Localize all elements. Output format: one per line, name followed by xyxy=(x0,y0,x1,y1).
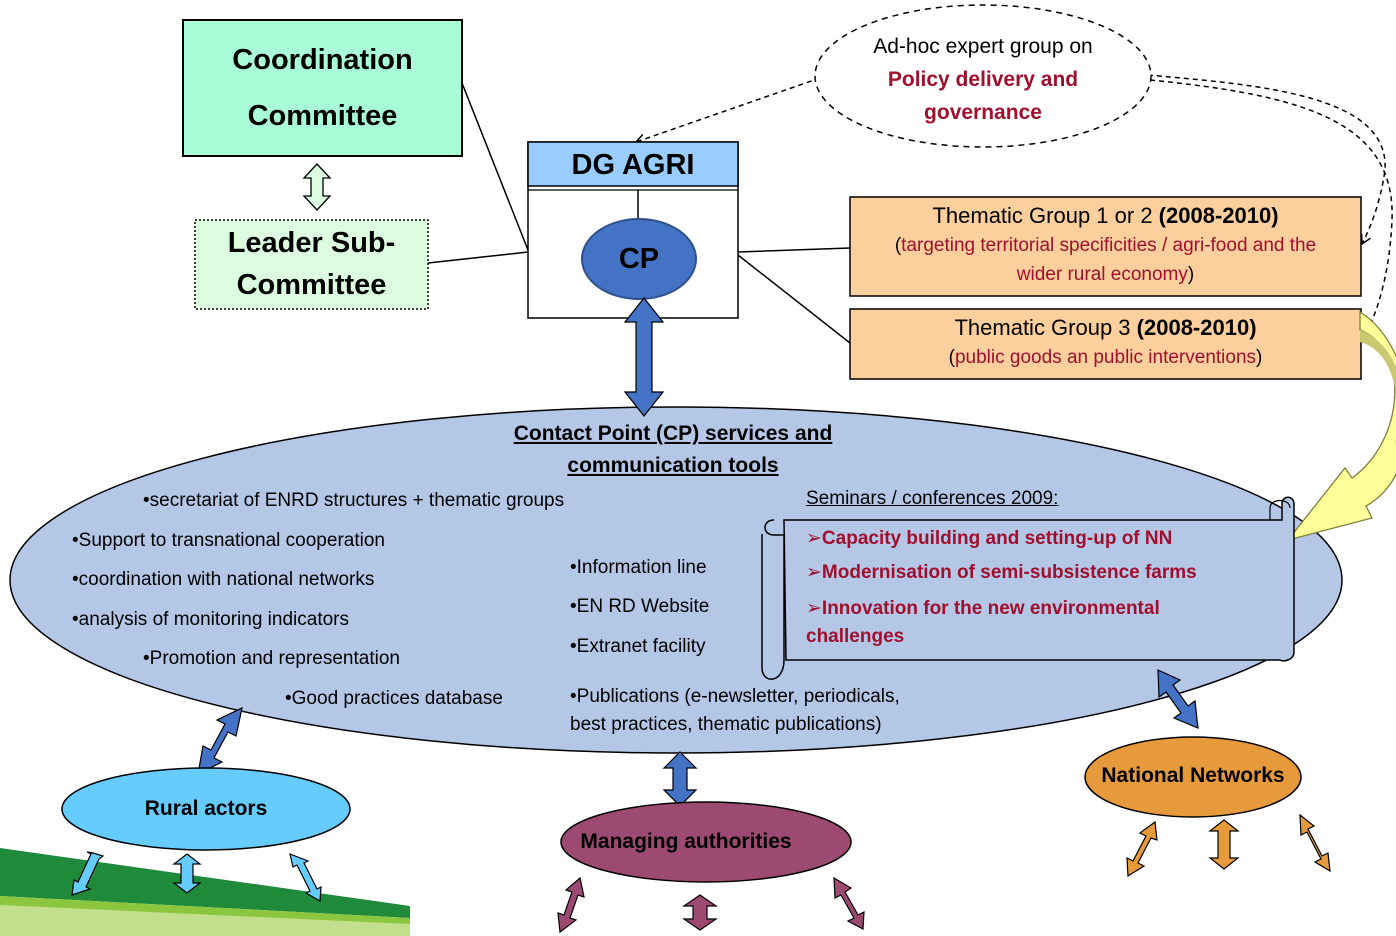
thematic-group-3-detail: public goods an public interventions xyxy=(954,347,1257,368)
cp-double-arrow xyxy=(623,297,665,417)
cp-item-website: •EN RD Website xyxy=(570,596,710,617)
seminars-scroll xyxy=(761,496,1295,680)
seminar-item-innovation: ➢Innovation for the new environmental ch… xyxy=(806,595,1160,651)
contact-point-ellipse xyxy=(9,406,1343,754)
cp-item-information-line: •Information line xyxy=(570,557,707,578)
thematic-group-1-text: Thematic Group 1 or 2 (2008-2010) (targe… xyxy=(850,201,1361,289)
national-double-arrow xyxy=(1157,669,1199,729)
national-sub-arrows xyxy=(1126,813,1331,878)
cp-ellipse xyxy=(581,218,697,300)
thematic-group-1-paren-close: ) xyxy=(1187,264,1195,285)
seminar-item-innovation-line2: challenges xyxy=(806,626,905,647)
leader-line1: Leader Sub- xyxy=(227,227,396,259)
green-swoosh-decoration xyxy=(0,848,410,936)
coordination-line1: Coordination xyxy=(232,44,413,76)
dashed-connectors xyxy=(634,74,1393,342)
contact-point-title-part1: Contact Point (CP) services xyxy=(513,422,790,445)
cp-publications-line1: •Publications (e-newsletter, periodicals… xyxy=(570,686,900,707)
seminar-item-innovation-line1: ➢Innovation for the new environmental xyxy=(806,598,1160,619)
leader-sub-committee-box xyxy=(194,219,429,310)
contact-point-title-line2: communication tools xyxy=(567,454,779,477)
thematic-group-1-years: (2008-2010) xyxy=(1158,203,1279,228)
seminars-heading: Seminars / conferences 2009: xyxy=(806,488,1059,509)
adhoc-line3: governance xyxy=(924,101,1042,124)
rural-actors-label: Rural actors xyxy=(144,797,268,820)
coordination-committee-box xyxy=(182,19,463,157)
managing-double-arrow xyxy=(662,751,698,807)
cp-item-monitoring: •analysis of monitoring indicators xyxy=(72,609,350,630)
adhoc-line2: Policy delivery and xyxy=(887,68,1079,91)
adhoc-line1: Ad-hoc expert group on xyxy=(873,35,1093,58)
rural-double-arrow xyxy=(197,706,243,776)
committee-double-arrow xyxy=(302,163,332,211)
cp-item-publications: •Publications (e-newsletter, periodicals… xyxy=(570,683,900,739)
cp-item-secretariat: •secretariat of ENRD structures + themat… xyxy=(143,490,565,511)
coordination-committee-title: Coordination Committee xyxy=(183,32,462,144)
rural-sub-arrows xyxy=(71,851,322,902)
dg-agri-title: DG AGRI xyxy=(571,149,695,181)
cp-publications-line2: best practices, thematic publications) xyxy=(570,714,882,735)
yellow-curved-arrow-shade xyxy=(1360,330,1396,445)
thematic-group-1-detail-line2: wider rural economy xyxy=(1016,264,1188,285)
thematic-group-3-years: (2008-2010) xyxy=(1136,315,1257,340)
adhoc-group-ellipse xyxy=(814,4,1152,148)
cp-item-good-practices: •Good practices database xyxy=(285,688,503,709)
thematic-group-1-detail-line1: targeting territorial specificities / ag… xyxy=(901,235,1317,256)
national-networks-label: National Networks xyxy=(1101,764,1285,787)
cp-item-coordination: •coordination with national networks xyxy=(72,569,375,590)
thematic-group-3-text: Thematic Group 3 (2008-2010) (public goo… xyxy=(850,312,1361,372)
thematic-group-3-paren-open: ( xyxy=(948,347,955,368)
cp-item-transnational: •Support to transnational cooperation xyxy=(72,530,385,551)
cp-item-extranet: •Extranet facility xyxy=(570,636,706,657)
contact-point-title-part2: and xyxy=(789,422,833,445)
seminar-item-capacity: ➢Capacity building and setting-up of NN xyxy=(806,528,1173,549)
national-networks-ellipse xyxy=(1084,736,1302,818)
thematic-group-3-box xyxy=(849,308,1362,380)
cp-label: CP xyxy=(618,243,660,275)
connector-lines xyxy=(427,82,851,344)
thematic-group-1-paren-open: ( xyxy=(894,235,902,256)
coordination-line2: Committee xyxy=(247,100,398,132)
seminar-item-modernisation: ➢Modernisation of semi-subsistence farms xyxy=(806,562,1197,583)
rural-actors-ellipse xyxy=(61,767,351,851)
managing-authorities-ellipse xyxy=(560,801,852,883)
managing-authorities-label: Managing authorities xyxy=(580,830,792,853)
managing-sub-arrows xyxy=(557,876,865,934)
cp-item-promotion: •Promotion and representation xyxy=(143,648,400,669)
thematic-group-1-box xyxy=(849,196,1362,297)
contact-point-title: Contact Point (CP) services and communic… xyxy=(446,418,900,482)
thematic-group-3-title: Thematic Group 3 xyxy=(954,315,1137,340)
thematic-group-1-title: Thematic Group 1 or 2 xyxy=(932,203,1159,228)
adhoc-group-text: Ad-hoc expert group on Policy delivery a… xyxy=(815,30,1151,129)
leader-line2: Committee xyxy=(236,269,387,301)
thematic-group-3-paren-close: ) xyxy=(1256,347,1263,368)
leader-sub-committee-title: Leader Sub- Committee xyxy=(195,222,428,306)
